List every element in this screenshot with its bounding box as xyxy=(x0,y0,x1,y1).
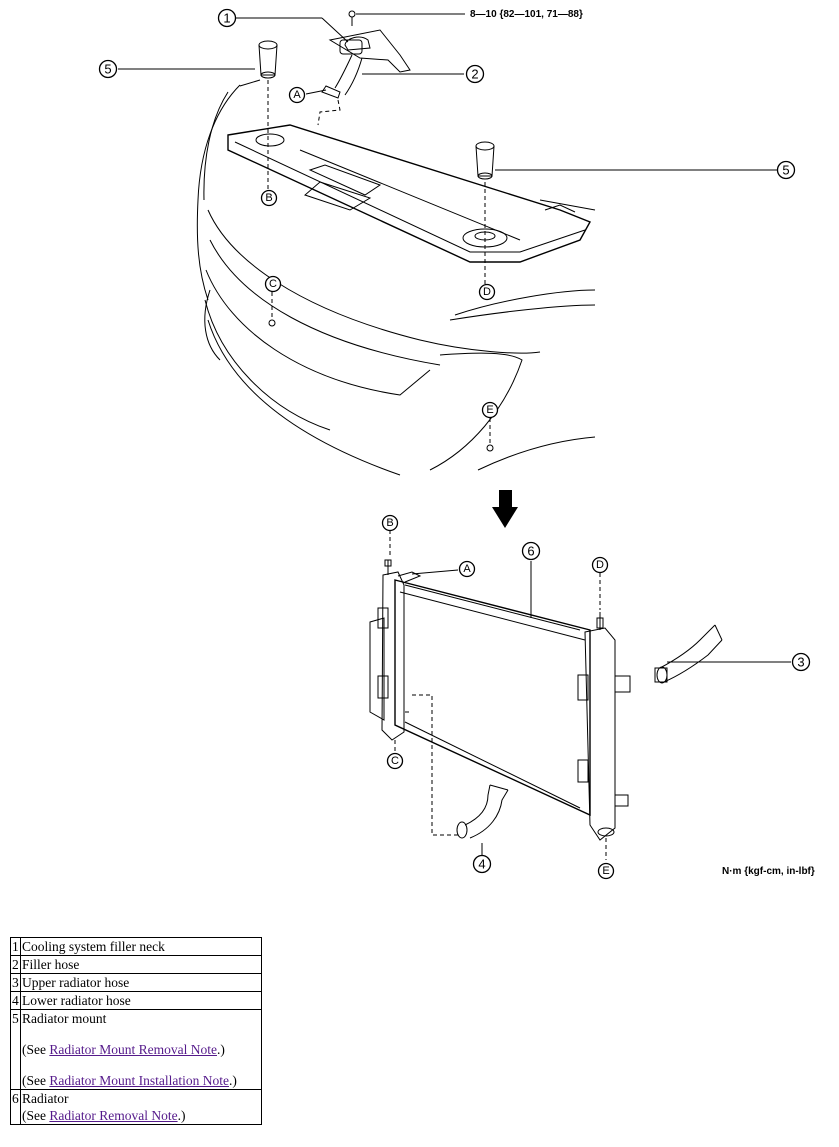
legend-row: 4 Lower radiator hose xyxy=(10,991,262,1010)
torque-spec: 8—10 {82—101, 71—88} xyxy=(470,9,583,20)
note-suffix: .) xyxy=(228,1073,237,1088)
letter-e-upper: E xyxy=(481,401,499,419)
letter-a-lower: A xyxy=(458,560,476,578)
letter-d-lower: D xyxy=(591,556,609,574)
legend-num: 6 xyxy=(10,1089,21,1125)
radiator-mount-removal-note-link[interactable]: Radiator Mount Removal Note xyxy=(49,1042,217,1057)
legend-row: 1 Cooling system filler neck xyxy=(10,937,262,956)
letter-a-upper: A xyxy=(288,86,306,104)
units-note: N·m {kgf-cm, in-lbf} xyxy=(722,866,815,877)
svg-text:C: C xyxy=(269,278,277,290)
legend-row: 2 Filler hose xyxy=(10,955,262,974)
legend-desc: Upper radiator hose xyxy=(20,973,262,992)
svg-text:B: B xyxy=(265,192,272,204)
legend-row: 3 Upper radiator hose xyxy=(10,973,262,992)
letter-d-upper: D xyxy=(478,283,496,301)
legend-desc: Filler hose xyxy=(20,955,262,974)
legend-desc-title: Radiator xyxy=(22,1091,69,1106)
svg-text:A: A xyxy=(463,563,471,575)
svg-text:B: B xyxy=(386,517,393,529)
callout-1: 1 xyxy=(217,8,237,28)
note-suffix: .) xyxy=(216,1042,225,1057)
svg-text:5: 5 xyxy=(782,163,789,178)
callout-3: 3 xyxy=(791,652,811,672)
svg-text:2: 2 xyxy=(471,67,478,82)
legend-desc: Radiator (See Radiator Removal Note.) xyxy=(20,1089,262,1125)
letter-e-lower: E xyxy=(597,862,615,880)
callout-5-right: 5 xyxy=(776,160,796,180)
radiator-removal-note-link[interactable]: Radiator Removal Note xyxy=(49,1108,178,1123)
callout-4: 4 xyxy=(472,854,492,874)
legend-note: (See Radiator Mount Removal Note.) xyxy=(22,1041,260,1058)
down-arrow-icon xyxy=(492,490,518,528)
letter-c-upper: C xyxy=(264,275,282,293)
legend-num: 5 xyxy=(10,1009,21,1090)
svg-text:E: E xyxy=(602,865,609,877)
callout-5-left: 5 xyxy=(98,59,118,79)
svg-text:D: D xyxy=(483,286,491,298)
radiator-exploded-diagram: 1 5 2 5 A B C D E 8—10 {82—101, 71—88} xyxy=(98,8,815,880)
legend-note: (See Radiator Mount Installation Note.) xyxy=(22,1072,260,1089)
legend-num: 3 xyxy=(10,973,21,992)
letter-c-lower: C xyxy=(386,752,404,770)
svg-text:5: 5 xyxy=(104,62,111,77)
legend-num: 4 xyxy=(10,991,21,1010)
svg-text:A: A xyxy=(293,89,301,101)
legend-desc: Lower radiator hose xyxy=(20,991,262,1010)
note-prefix: (See xyxy=(22,1108,50,1123)
callout-6: 6 xyxy=(521,541,541,561)
callout-2: 2 xyxy=(465,64,485,84)
legend-note: (See Radiator Removal Note.) xyxy=(22,1107,260,1124)
legend-desc: Cooling system filler neck xyxy=(20,937,262,956)
note-prefix: (See xyxy=(22,1073,50,1088)
svg-text:4: 4 xyxy=(478,857,485,872)
legend-row: 5 Radiator mount (See Radiator Mount Rem… xyxy=(10,1009,262,1090)
parts-legend-table: 1 Cooling system filler neck 2 Filler ho… xyxy=(10,937,262,1125)
legend-desc: Radiator mount (See Radiator Mount Remov… xyxy=(20,1009,262,1090)
legend-desc-title: Radiator mount xyxy=(22,1011,107,1026)
legend-row: 6 Radiator (See Radiator Removal Note.) xyxy=(10,1089,262,1125)
letter-b-upper: B xyxy=(260,189,278,207)
legend-num: 2 xyxy=(10,955,21,974)
vehicle-front-drawing xyxy=(196,10,596,476)
svg-text:E: E xyxy=(486,404,493,416)
letter-b-lower: B xyxy=(381,514,399,532)
svg-text:D: D xyxy=(596,559,604,571)
note-prefix: (See xyxy=(22,1042,50,1057)
svg-text:6: 6 xyxy=(527,544,534,559)
radiator-mount-installation-note-link[interactable]: Radiator Mount Installation Note xyxy=(49,1073,229,1088)
legend-num: 1 xyxy=(10,937,21,956)
svg-text:C: C xyxy=(391,755,399,767)
svg-text:3: 3 xyxy=(797,655,804,670)
svg-text:1: 1 xyxy=(223,11,230,26)
note-suffix: .) xyxy=(177,1108,186,1123)
radiator-drawing xyxy=(369,530,723,860)
